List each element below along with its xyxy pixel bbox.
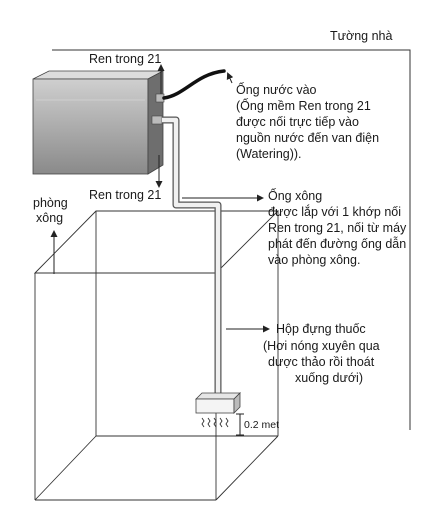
svg-text:phát đến đường ống dẫn: phát đến đường ống dẫn	[268, 236, 406, 251]
svg-text:phòng: phòng	[33, 196, 68, 210]
svg-text:được lắp với 1 khớp nối: được lắp với 1 khớp nối	[268, 204, 401, 219]
svg-text:Ống nước vào: Ống nước vào	[236, 82, 317, 97]
herb-box-label: Hộp đựng thuốc (Hơi nóng xuyên qua dược …	[263, 322, 380, 385]
wall-label: Tường nhà	[330, 29, 392, 43]
water-inlet-hose	[155, 69, 226, 103]
svg-text:0.2 met: 0.2 met	[244, 419, 279, 431]
steam-pipe-label: Ống xông được lắp với 1 khớp nối Ren tro…	[268, 188, 407, 267]
svg-text:Ren trong 21, nối từ máy: Ren trong 21, nối từ máy	[268, 221, 407, 235]
steam-vapor-icon	[201, 417, 229, 428]
svg-text:dược thảo rồi thoát: dược thảo rồi thoát	[268, 355, 375, 369]
thread-bottom-label: Ren trong 21	[89, 188, 161, 202]
water-inlet-arrow	[226, 72, 234, 84]
height-marker: 0.2 met	[236, 413, 279, 436]
svg-text:xông: xông	[36, 211, 63, 225]
svg-text:vào phòng xông.: vào phòng xông.	[268, 253, 360, 267]
herb-box	[195, 392, 241, 414]
svg-text:nguồn nước đến van điện: nguồn nước đến van điện	[236, 131, 379, 145]
svg-text:(Hơi nóng xuyên qua: (Hơi nóng xuyên qua	[263, 339, 380, 353]
steam-room-box	[33, 210, 280, 501]
svg-text:Hộp đựng thuốc: Hộp đựng thuốc	[276, 322, 366, 336]
house-wall	[52, 49, 411, 430]
steam-pipe	[151, 115, 222, 395]
steam-generator	[32, 70, 164, 175]
room-label: phòng xông	[33, 196, 68, 274]
thread-top-label: Ren trong 21	[89, 52, 161, 66]
svg-text:xuống dưới): xuống dưới)	[295, 371, 363, 385]
water-inlet-label: Ống nước vào (Ống mềm Ren trong 21 được …	[236, 82, 379, 161]
svg-text:(Ống mềm Ren trong 21: (Ống mềm Ren trong 21	[236, 98, 371, 113]
svg-text:được nối trực tiếp vào: được nối trực tiếp vào	[236, 115, 359, 129]
svg-text:(Watering)).: (Watering)).	[236, 147, 302, 161]
svg-text:Ống xông: Ống xông	[268, 188, 322, 203]
